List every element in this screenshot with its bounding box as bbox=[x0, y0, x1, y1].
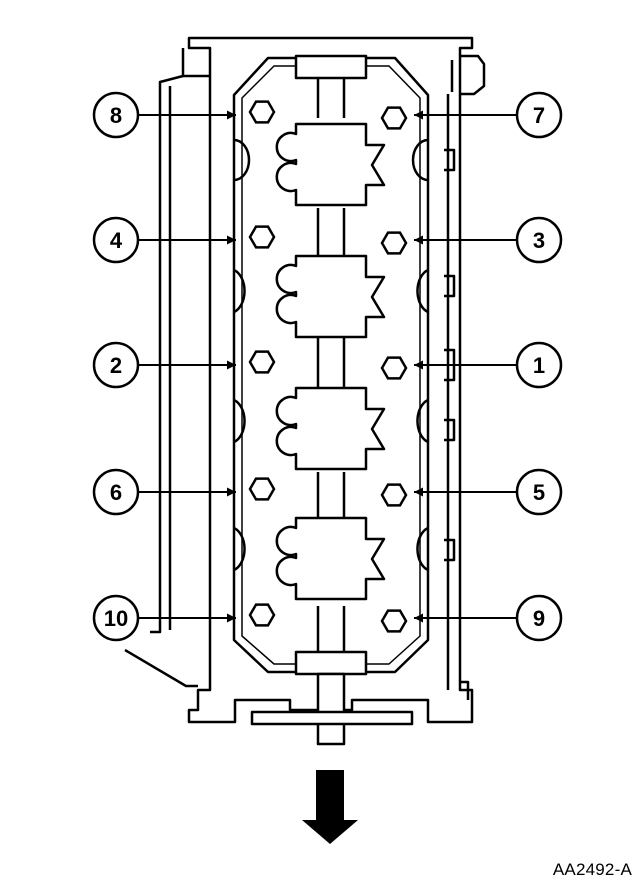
callout-8: 8 bbox=[92, 91, 140, 139]
callout-number: 1 bbox=[533, 353, 545, 378]
bolt-hex-4 bbox=[248, 225, 276, 249]
callout-circle bbox=[92, 91, 140, 139]
callout-3: 3 bbox=[515, 216, 563, 264]
arrow-down-icon bbox=[302, 770, 358, 844]
left-flange bbox=[150, 48, 185, 634]
bolt-hex-9 bbox=[380, 609, 408, 633]
bearing-cap bbox=[275, 386, 386, 471]
callout-number: 2 bbox=[110, 353, 122, 378]
callout-7: 7 bbox=[515, 91, 563, 139]
callout-circle bbox=[515, 91, 563, 139]
callout-2: 2 bbox=[92, 341, 140, 389]
bolt-hex-6 bbox=[248, 477, 276, 501]
callout-circle bbox=[515, 341, 563, 389]
bearing-cap bbox=[275, 122, 386, 207]
callout-circle bbox=[92, 341, 140, 389]
callout-9: 9 bbox=[515, 594, 563, 642]
callout-number: 6 bbox=[110, 480, 122, 505]
callout-number: 5 bbox=[533, 480, 545, 505]
callout-circle bbox=[92, 468, 140, 516]
callout-1: 1 bbox=[515, 341, 563, 389]
callout-circle bbox=[515, 216, 563, 264]
bolt-hex-7 bbox=[380, 106, 408, 130]
right-flange bbox=[460, 54, 486, 96]
callout-number: 10 bbox=[104, 606, 128, 631]
bolt-hex-8 bbox=[248, 100, 276, 124]
callout-6: 6 bbox=[92, 468, 140, 516]
callout-circle bbox=[92, 216, 140, 264]
callout-number: 8 bbox=[110, 103, 122, 128]
bearing-cap bbox=[275, 254, 386, 339]
callout-4: 4 bbox=[92, 216, 140, 264]
bolt-hex-2 bbox=[248, 350, 276, 374]
callout-circle bbox=[515, 468, 563, 516]
inner-rail bbox=[232, 56, 430, 674]
bolt-hex-10 bbox=[248, 603, 276, 627]
callout-5: 5 bbox=[515, 468, 563, 516]
bolt-hex-5 bbox=[380, 483, 408, 507]
callout-number: 4 bbox=[110, 228, 123, 253]
callout-10: 10 bbox=[92, 594, 140, 642]
bolt-hex-1 bbox=[380, 356, 408, 380]
head-outer-casting bbox=[187, 36, 474, 724]
callout-circle bbox=[92, 594, 140, 642]
callout-circle bbox=[515, 594, 563, 642]
callout-number: 7 bbox=[533, 103, 545, 128]
callout-number: 3 bbox=[533, 228, 545, 253]
bearing-cap bbox=[275, 516, 386, 601]
callout-number: 9 bbox=[533, 606, 545, 631]
bolt-hex-3 bbox=[380, 231, 408, 255]
camshaft bbox=[316, 78, 346, 652]
figure-code: AA2492-A bbox=[552, 860, 632, 879]
